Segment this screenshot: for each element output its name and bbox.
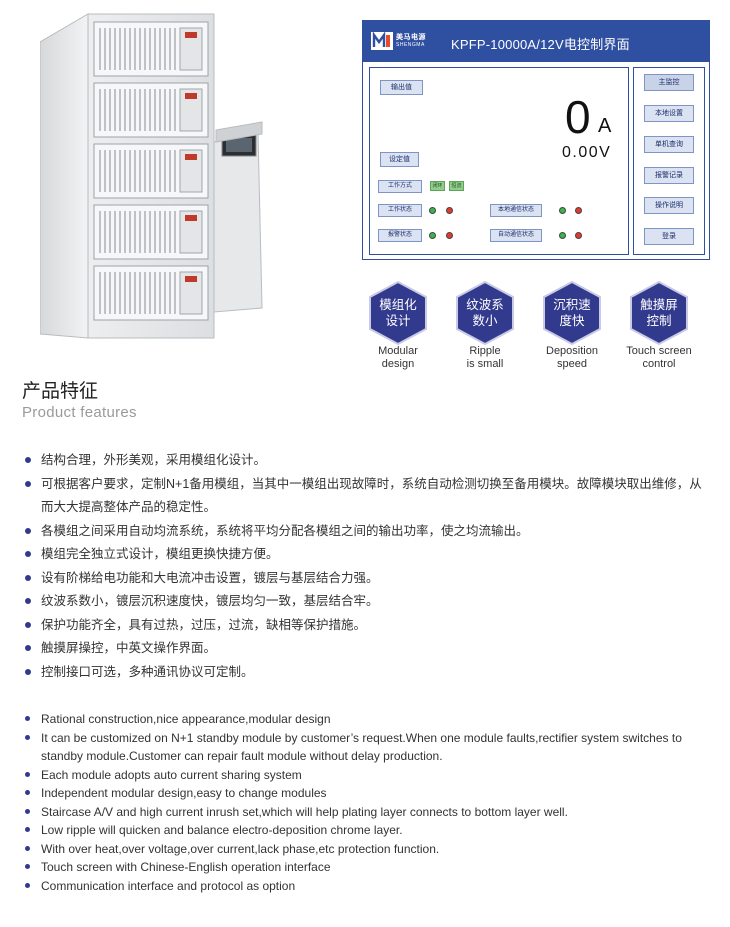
feature-touch-label: 触摸屏控制 (640, 298, 678, 328)
section-title-en: Product features (22, 404, 137, 421)
list-item: Independent modular design,easy to chang… (22, 784, 712, 803)
brand-name-cn: 美马电源 (396, 34, 426, 41)
feature-hexagon-ripple (456, 281, 514, 345)
list-item: Rational construction,nice appearance,mo… (22, 710, 712, 729)
cabinet-module (93, 265, 209, 321)
list-item: Communication interface and protocol as … (22, 877, 712, 896)
rectifier-cabinet-image (40, 13, 263, 339)
cabinet-module (93, 21, 209, 77)
list-item: With over heat,over voltage,over current… (22, 840, 712, 859)
feature-hexagon-touch (630, 281, 688, 345)
local-comm-green-led-icon (559, 207, 566, 214)
current-unit: A (598, 115, 612, 137)
mode-closed-loop-button[interactable]: 闭环 (430, 181, 445, 191)
hmi-title: KPFP-10000A/12V电控制界面 (451, 37, 630, 52)
work-status-label: 工作状态 (378, 204, 422, 217)
alarm-status-red-led-icon (446, 232, 453, 239)
list-item: 结构合理，外形美观，采用模组化设计。 (22, 449, 702, 473)
auto-comm-status-label: 自动通信状态 (490, 229, 542, 242)
cabinet-module (93, 143, 209, 199)
section-title-cn: 产品特征 (22, 381, 99, 402)
feature-hexagon-modular (369, 281, 427, 345)
cabinet-module (93, 204, 209, 260)
work-status-green-led-icon (429, 207, 436, 214)
feature-list-cn: 结构合理，外形美观，采用模组化设计。 可根据客户要求，定制N+1备用模组，当其中… (22, 449, 702, 684)
brand-logo-icon (371, 32, 393, 50)
list-item: Each module adopts auto current sharing … (22, 766, 712, 785)
current-value: 0 (565, 91, 591, 143)
alarm-status-green-led-icon (429, 232, 436, 239)
menu-unit-query-button[interactable]: 单机查询 (644, 136, 694, 153)
auto-comm-red-led-icon (575, 232, 582, 239)
cabinet-module (93, 82, 209, 138)
voltage-value: 0.00V (562, 144, 612, 161)
mode-constant-current-button[interactable]: 恒流 (449, 181, 464, 191)
feature-deposition-label: 沉积速度快 (553, 298, 591, 328)
work-mode-label: 工作方式 (378, 180, 422, 193)
hmi-side-menu: 主监控 本地设置 单机查询 报警记录 操作说明 登录 (633, 67, 705, 255)
brand-name-en: SHENGMA (396, 42, 425, 48)
feature-modular-label: 模组化设计 (379, 298, 417, 328)
list-item: It can be customized on N+1 standby modu… (22, 729, 712, 766)
menu-operation-guide-button[interactable]: 操作说明 (644, 197, 694, 214)
list-item: Staircase A/V and high current inrush se… (22, 803, 712, 822)
menu-local-settings-button[interactable]: 本地设置 (644, 105, 694, 122)
list-item: 模组完全独立式设计，模组更换快捷方便。 (22, 543, 702, 567)
list-item: 触摸屏操控，中英文操作界面。 (22, 637, 702, 661)
list-item: 控制接口可选，多种通讯协议可定制。 (22, 661, 702, 685)
menu-alarm-log-button[interactable]: 报警记录 (644, 167, 694, 184)
menu-main-monitor-button[interactable]: 主监控 (644, 74, 694, 91)
hmi-screen: 美马电源 SHENGMA KPFP-10000A/12V电控制界面 输出值 0 … (362, 20, 710, 260)
work-status-red-led-icon (446, 207, 453, 214)
list-item: 可根据客户要求，定制N+1备用模组，当其中一模组出现故障时，系统自动检测切换至备… (22, 473, 702, 520)
list-item: 设有阶梯给电功能和大电流冲击设置，镀层与基层结合力强。 (22, 567, 702, 591)
setpoint-button[interactable]: 设定值 (380, 152, 419, 167)
menu-login-button[interactable]: 登录 (644, 228, 694, 245)
hmi-header: 美马电源 SHENGMA KPFP-10000A/12V电控制界面 (363, 21, 709, 62)
local-comm-red-led-icon (575, 207, 582, 214)
list-item: Touch screen with Chinese-English operat… (22, 858, 712, 877)
alarm-status-label: 报警状态 (378, 229, 422, 242)
feature-hexagon-deposition (543, 281, 601, 345)
output-value-label: 输出值 (380, 80, 423, 95)
auto-comm-green-led-icon (559, 232, 566, 239)
list-item: 保护功能齐全，具有过热，过压，过流，缺相等保护措施。 (22, 614, 702, 638)
list-item: Low ripple will quicken and balance elec… (22, 821, 712, 840)
list-item: 纹波系数小，镀层沉积速度快，镀层均匀一致，基层结合牢。 (22, 590, 702, 614)
list-item: 各模组之间采用自动均流系统，系统将平均分配各模组之间的输出功率，使之均流输出。 (22, 520, 702, 544)
local-comm-status-label: 本地通信状态 (490, 204, 542, 217)
feature-ripple-label: 纹波系数小 (466, 298, 504, 328)
hmi-monitor-panel: 输出值 0 A 0.00V 设定值 工作方式 闭环 恒流 工作状态 本地通信状态… (369, 67, 629, 255)
feature-list-en: Rational construction,nice appearance,mo… (22, 710, 712, 895)
